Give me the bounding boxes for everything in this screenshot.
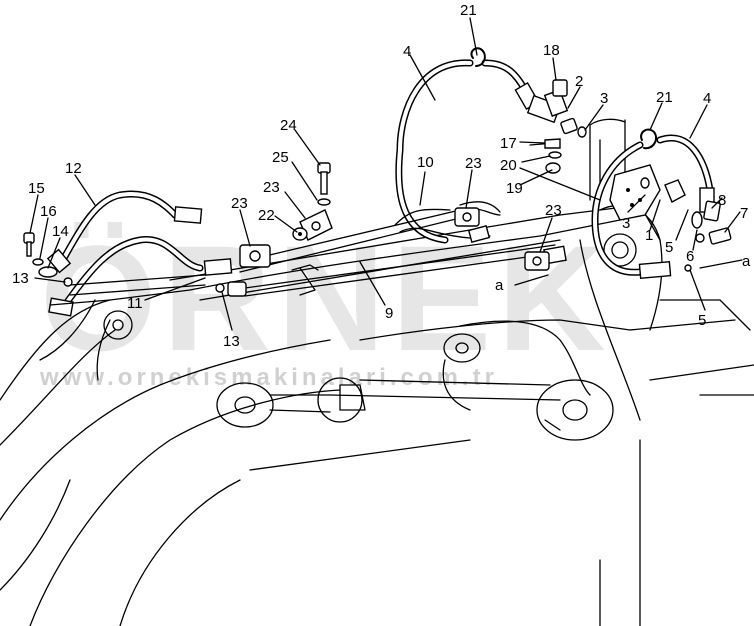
bolt-17 — [529, 138, 561, 149]
callout-a-right: a — [742, 253, 751, 270]
callout-8: 8 — [718, 192, 726, 209]
callout-25: 25 — [272, 149, 289, 166]
clamp-23-d — [524, 251, 550, 271]
washer-25 — [317, 198, 331, 206]
callout-21-right: 21 — [656, 89, 673, 106]
o-ring-13-center — [215, 283, 225, 293]
callout-10: 10 — [417, 154, 434, 171]
callout-24: 24 — [280, 117, 297, 134]
callout-16: 16 — [40, 203, 57, 220]
callout-15: 15 — [28, 180, 45, 197]
callout-20: 20 — [500, 157, 517, 174]
callout-5-upper: 5 — [665, 239, 673, 256]
callout-22: 22 — [258, 207, 275, 224]
callout-9: 9 — [385, 305, 393, 322]
flange-block — [227, 281, 247, 297]
callout-7: 7 — [740, 205, 748, 222]
washer-16 — [32, 258, 44, 266]
callout-23-c: 23 — [465, 155, 482, 172]
callout-12: 12 — [65, 160, 82, 177]
leader-lines — [29, 17, 743, 331]
callout-1: 1 — [645, 227, 653, 244]
callout-13-center: 13 — [223, 333, 240, 350]
clamp-23-c — [454, 207, 480, 227]
callout-23-b: 23 — [263, 179, 280, 196]
bolt-15 — [23, 232, 35, 257]
fitting-2-elbow — [543, 79, 578, 135]
valve-block-1 — [609, 164, 686, 221]
callout-4-upper: 4 — [403, 43, 411, 60]
callout-6: 6 — [686, 248, 694, 265]
hose-clamp-21-upper — [470, 47, 486, 67]
bolt-24 — [317, 162, 331, 195]
callout-5-lower: 5 — [698, 312, 706, 329]
spacer-22 — [292, 227, 308, 241]
callout-3-upper: 3 — [600, 90, 608, 107]
callout-13-left: 13 — [12, 270, 29, 287]
hoses-11-12 — [46, 190, 233, 317]
callout-23-d: 23 — [545, 202, 562, 219]
callout-18: 18 — [543, 42, 560, 59]
callout-2: 2 — [575, 73, 583, 90]
callout-19: 19 — [506, 180, 523, 197]
hose-4-right — [591, 134, 715, 280]
clamp-23-a — [239, 244, 271, 268]
callout-21-upper: 21 — [460, 2, 477, 19]
washer-20 — [548, 151, 562, 159]
callout-11: 11 — [127, 295, 143, 312]
callout-23-a: 23 — [231, 195, 248, 212]
callout-labels: 21 4 18 2 3 21 4 17 20 19 10 23 24 25 23… — [12, 2, 751, 350]
hose-clamp-21-right — [640, 128, 658, 150]
callout-17: 17 — [500, 135, 517, 152]
callout-14: 14 — [52, 223, 69, 240]
watermark-url: www.ornekismakinalari.com.tr — [39, 364, 498, 391]
callout-4-right: 4 — [703, 90, 711, 107]
callout-a-left: a — [495, 277, 504, 294]
callout-3-right: 3 — [622, 215, 630, 232]
